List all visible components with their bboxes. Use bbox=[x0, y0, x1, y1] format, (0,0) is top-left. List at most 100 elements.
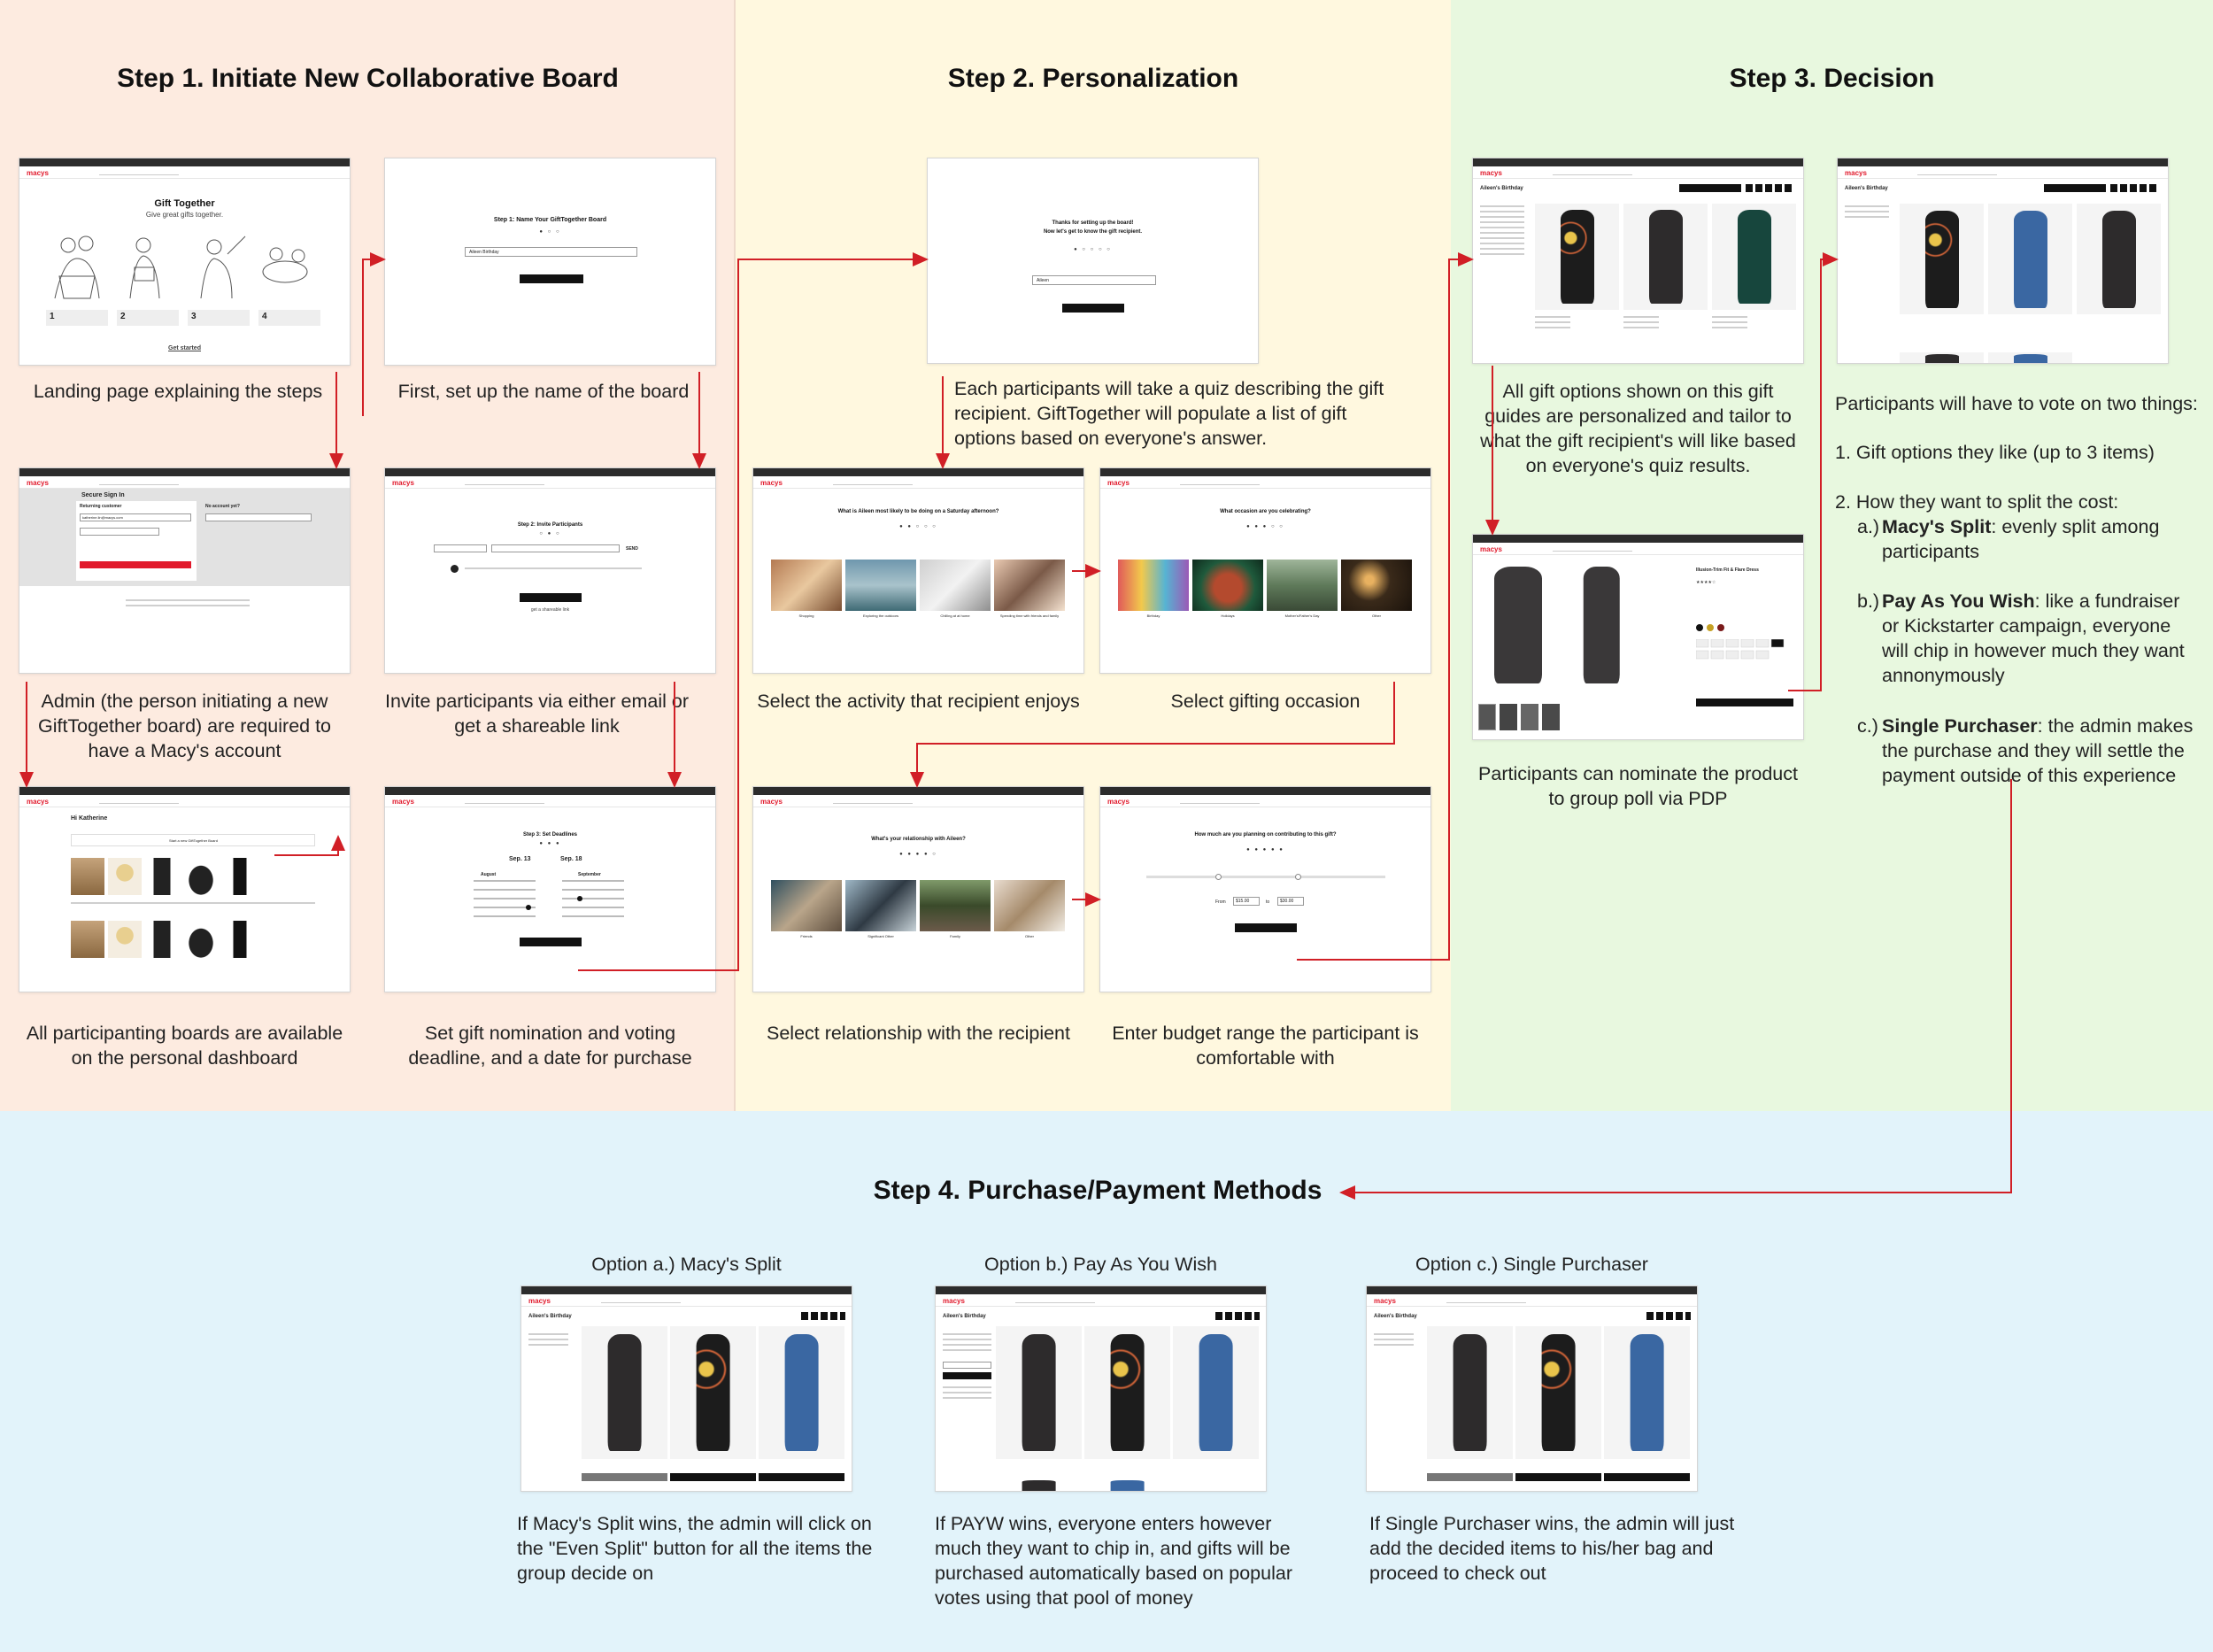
get-started-link[interactable]: Get started bbox=[168, 345, 201, 351]
shareable-link[interactable]: get a shareable link bbox=[530, 607, 570, 613]
calendar-month-september: September bbox=[578, 872, 601, 877]
budget-from-input[interactable]: $15.00 bbox=[1233, 897, 1260, 906]
nominate-for-gift-poll-button[interactable] bbox=[1696, 699, 1793, 706]
email-field[interactable]: katherine.lin@macys.com bbox=[80, 513, 191, 521]
budget-slider-handle-max[interactable] bbox=[1295, 874, 1301, 880]
other-occasion-option[interactable] bbox=[1341, 560, 1412, 611]
even-split-button[interactable] bbox=[582, 1473, 667, 1481]
thumbnail[interactable] bbox=[1542, 704, 1560, 730]
home-option[interactable] bbox=[920, 560, 991, 611]
friends-relationship-option[interactable] bbox=[771, 880, 842, 931]
vote-option-c: Single Purchaser: the admin makes the pu… bbox=[1882, 715, 2194, 786]
step2-title: Step 2. Personalization bbox=[947, 64, 1239, 93]
thumbnail[interactable] bbox=[1478, 704, 1496, 730]
purchase-button[interactable] bbox=[1604, 1473, 1690, 1481]
personalized-gift-guide-button[interactable] bbox=[2044, 184, 2106, 192]
color-swatch-black[interactable] bbox=[1696, 624, 1703, 631]
budget-slider[interactable] bbox=[1146, 876, 1385, 878]
thanks-screenshot: Thanks for setting up the board! Now let… bbox=[927, 158, 1259, 364]
next-button[interactable] bbox=[520, 274, 583, 283]
pdp-screenshot: macys Illusion-Trim Fit & Flare Dress ★★… bbox=[1472, 534, 1804, 740]
occasion-caption: Select gifting occasion bbox=[1170, 691, 1361, 712]
name-board-caption: First, set up the name of the board bbox=[397, 381, 690, 402]
dashboard-screenshot: macys Hi Katherine Start a new GiftToget… bbox=[19, 786, 351, 992]
relationship-screenshot: macys What's your relationship with Aile… bbox=[752, 786, 1084, 992]
size-grid[interactable] bbox=[1696, 639, 1793, 683]
illustrations-icon bbox=[54, 235, 308, 299]
create-account-button[interactable] bbox=[205, 513, 312, 521]
board-name-input[interactable]: Aileen Birthday bbox=[465, 247, 637, 257]
pay-as-you-wish-screenshot: macys Aileen's Birthday bbox=[935, 1285, 1267, 1492]
birthday-option[interactable] bbox=[1118, 560, 1189, 611]
new-board-button[interactable]: Start a new GiftTogether Board bbox=[71, 834, 315, 846]
color-swatch-gold[interactable] bbox=[1707, 624, 1714, 631]
friends-option[interactable] bbox=[994, 560, 1065, 611]
family-option[interactable] bbox=[920, 880, 991, 931]
mothers-fathers-day-option[interactable] bbox=[1267, 560, 1338, 611]
macys-logo: macys bbox=[1480, 545, 1502, 553]
deadlines-screenshot: macys Step 3: Set Deadlines ● ● ● Sep. 1… bbox=[384, 786, 716, 992]
significant-other-option[interactable] bbox=[845, 880, 916, 931]
macys-logo: macys bbox=[943, 1297, 965, 1305]
macys-logo: macys bbox=[392, 479, 414, 487]
even-split-button[interactable] bbox=[670, 1473, 756, 1481]
contribution-input[interactable] bbox=[943, 1362, 991, 1369]
step4-title: Step 4. Purchase/Payment Methods bbox=[873, 1176, 1322, 1205]
name-board-title: Step 1: Name Your GiftTogether Board bbox=[493, 217, 607, 223]
macys-logo: macys bbox=[760, 798, 783, 806]
thanks-next-button[interactable] bbox=[1062, 304, 1124, 313]
voting-screenshot: macys Aileen's Birthday bbox=[1837, 158, 2169, 364]
landing-screenshot: macys Gift Together Give great gifts tog… bbox=[19, 158, 351, 366]
contribute-button[interactable] bbox=[943, 1372, 991, 1379]
macys-logo: macys bbox=[760, 479, 783, 487]
holidays-option[interactable] bbox=[1192, 560, 1263, 611]
purchase-button[interactable] bbox=[1515, 1473, 1601, 1481]
single-purchaser-screenshot: macys Aileen's Birthday bbox=[1366, 1285, 1698, 1492]
board-title: Aileen's Birthday bbox=[1845, 186, 1888, 191]
board-title: Aileen's Birthday bbox=[1374, 1314, 1417, 1319]
shopping-option[interactable] bbox=[771, 560, 842, 611]
gift-options-caption: All gift options shown on this gift guid… bbox=[1480, 381, 1796, 476]
color-swatch-red[interactable] bbox=[1717, 624, 1724, 631]
invite-next-button[interactable] bbox=[520, 593, 582, 602]
thumbnail[interactable] bbox=[1521, 704, 1538, 730]
step3-title: Step 3. Decision bbox=[1729, 64, 1935, 93]
macys-logo: macys bbox=[1480, 169, 1502, 177]
budget-slider-handle-min[interactable] bbox=[1215, 874, 1222, 880]
macys-logo: macys bbox=[1107, 798, 1130, 806]
budget-to-input[interactable]: $30.00 bbox=[1277, 897, 1304, 906]
board-title: Aileen's Birthday bbox=[1480, 186, 1523, 191]
participant-email-input[interactable] bbox=[491, 544, 620, 552]
landing-step-4: 4 bbox=[262, 312, 267, 321]
occasion-screenshot: macys What occasion are you celebrating?… bbox=[1099, 467, 1431, 674]
recipient-name-input[interactable]: Aileen bbox=[1032, 275, 1156, 285]
occasion-question: What occasion are you celebrating? bbox=[1220, 509, 1311, 514]
relationship-question: What's your relationship with Aileen? bbox=[871, 837, 966, 842]
activity-question: What is Aileen most likely to be doing o… bbox=[837, 509, 999, 514]
invite-title: Step 2: Invite Participants bbox=[517, 522, 583, 528]
dashboard-caption: All participanting boards are available … bbox=[26, 1023, 343, 1069]
participant-name-input[interactable] bbox=[434, 544, 487, 552]
signin-screenshot: macys Secure Sign In Returning customer … bbox=[19, 467, 351, 674]
thumbnail[interactable] bbox=[1500, 704, 1517, 730]
landing-step-1: 1 bbox=[50, 312, 55, 321]
macys-logo: macys bbox=[1374, 1297, 1396, 1305]
budget-done-button[interactable] bbox=[1235, 923, 1297, 932]
group-dashboard-button[interactable] bbox=[1679, 184, 1741, 192]
outdoors-option[interactable] bbox=[845, 560, 916, 611]
sign-in-button[interactable] bbox=[80, 561, 191, 568]
returning-customer-label: Returning customer bbox=[80, 504, 122, 509]
calendar-grid[interactable] bbox=[474, 880, 633, 924]
deadlines-caption: Set gift nomination and voting deadline,… bbox=[408, 1023, 692, 1069]
macys-logo: macys bbox=[27, 798, 49, 806]
macys-logo: macys bbox=[528, 1297, 551, 1305]
deadlines-done-button[interactable] bbox=[520, 938, 582, 946]
other-relationship-option[interactable] bbox=[994, 880, 1065, 931]
added-to-bag-button[interactable] bbox=[1427, 1473, 1513, 1481]
step1-title: Step 1. Initiate New Collaborative Board bbox=[117, 64, 619, 93]
macys-logo: macys bbox=[1845, 169, 1867, 177]
password-field[interactable] bbox=[80, 528, 159, 536]
even-split-button[interactable] bbox=[759, 1473, 844, 1481]
activity-screenshot: macys What is Aileen most likely to be d… bbox=[752, 467, 1084, 674]
landing-caption: Landing page explaining the steps bbox=[33, 381, 323, 402]
